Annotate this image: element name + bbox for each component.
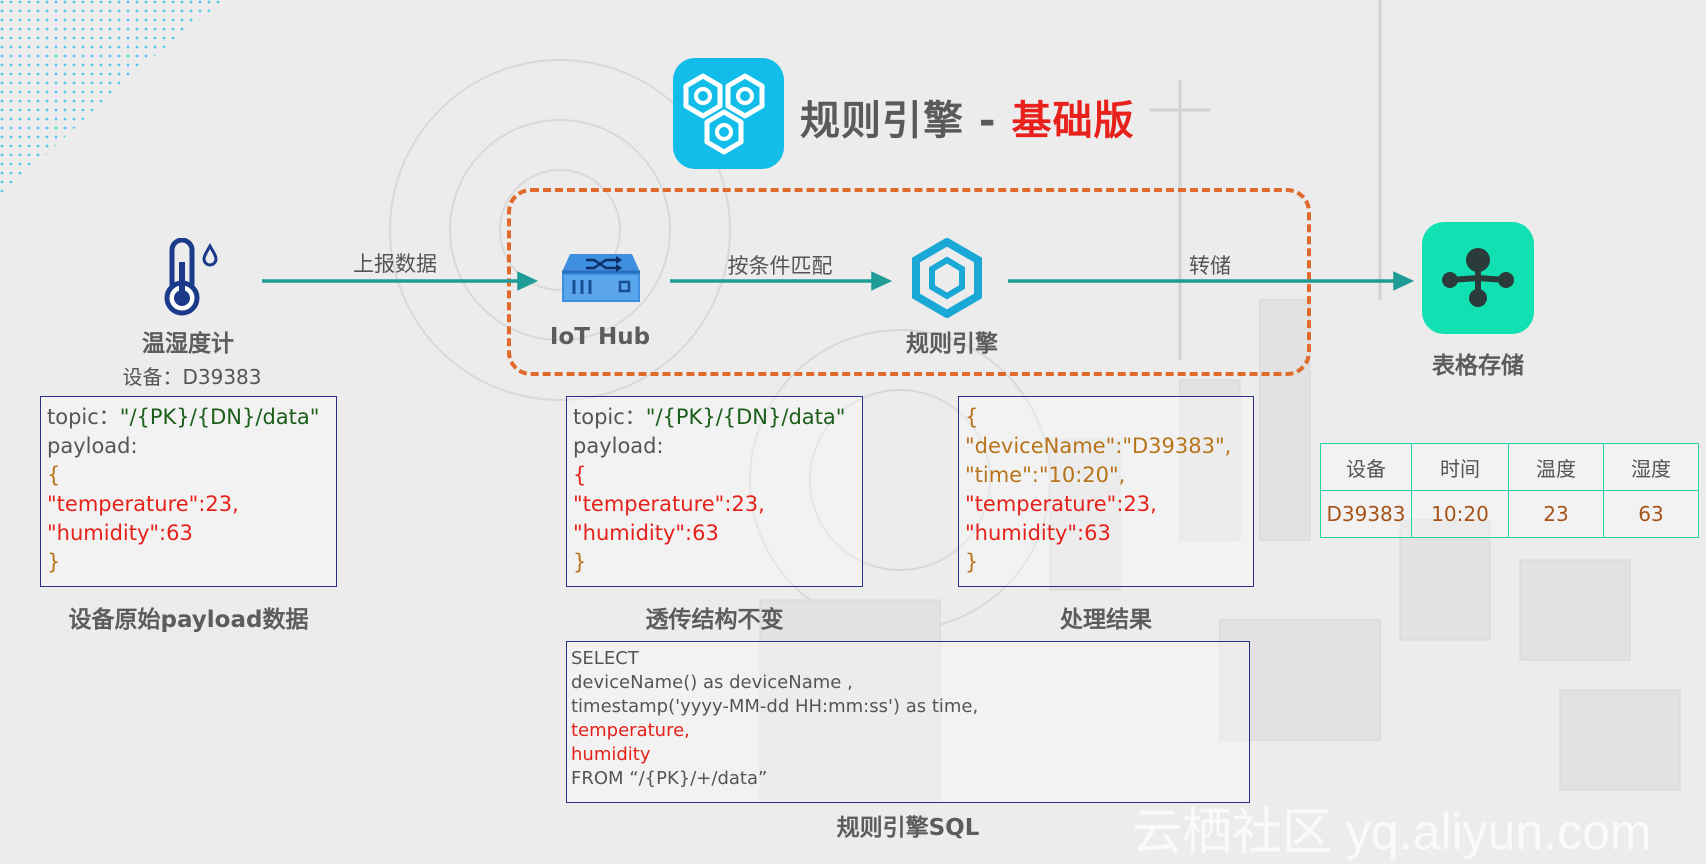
edge-label-match: 按条件匹配: [727, 254, 833, 278]
table-cell: 63: [1603, 490, 1699, 538]
table-cell: 10:20: [1411, 490, 1509, 538]
node-label-sensor: 温湿度计: [142, 331, 234, 357]
network-nodes-icon: [1442, 248, 1514, 307]
result-close-brace: }: [965, 550, 979, 574]
watermark: 云栖社区 yq.aliyun.com: [1132, 804, 1652, 860]
rule-engine-icon: [910, 237, 984, 322]
raw-topic-key: topic：: [47, 405, 120, 429]
table-cell: 23: [1508, 490, 1604, 538]
result-time: "time":"10:20",: [965, 463, 1126, 487]
node-label-storage: 表格存储: [1432, 353, 1524, 379]
raw-humidity: "humidity":63: [47, 521, 193, 545]
pass-payload-key: payload:: [573, 434, 664, 458]
table-header-cell: 设备: [1320, 443, 1412, 491]
table-row: D39383 10:20 23 63: [1320, 490, 1699, 538]
caption-raw-payload: 设备原始payload数据: [68, 607, 309, 633]
iot-hub-icon: [560, 248, 642, 312]
pass-close-brace: }: [573, 550, 587, 574]
sql-line-timestamp: timestamp('yyyy-MM-dd HH:mm:ss') as time…: [571, 696, 979, 717]
page-title: 规则引擎 - 基础版: [800, 88, 1134, 146]
table-header-cell: 时间: [1411, 443, 1509, 491]
gears-hexagon-icon: [683, 73, 765, 155]
sql-box: SELECT deviceName() as deviceName , time…: [566, 641, 1250, 803]
pass-topic-value: "/{PK}/{DN}/data": [645, 405, 846, 429]
title-highlight: 基础版: [1011, 98, 1135, 144]
rule-engine-logo: [673, 58, 784, 169]
caption-sql: 规则引擎SQL: [836, 815, 980, 841]
result-open-brace: {: [965, 405, 979, 429]
title-main: 规则引擎 -: [800, 98, 1012, 144]
raw-payload-box: topic："/{PK}/{DN}/data" payload: { "temp…: [40, 396, 337, 587]
arrow-report-head: [517, 271, 539, 291]
raw-payload-key: payload:: [47, 434, 138, 458]
arrow-store-head: [1393, 271, 1415, 291]
result-payload-box: { "deviceName":"D39383", "time":"10:20",…: [958, 396, 1254, 587]
pass-topic-key: topic：: [573, 405, 646, 429]
sql-line-temperature: temperature,: [571, 720, 690, 741]
result-temperature: "temperature":23,: [965, 492, 1157, 516]
sql-line-select: SELECT: [571, 648, 639, 669]
storage-table: 设备 时间 温度 湿度 D39383 10:20 23 63: [1320, 443, 1699, 538]
result-device-name: "deviceName":"D39383",: [965, 434, 1232, 458]
sql-line-humidity: humidity: [571, 744, 651, 765]
passthrough-payload-box: topic："/{PK}/{DN}/data" payload: { "temp…: [566, 396, 863, 587]
pass-temperature: "temperature":23,: [573, 492, 765, 516]
thermometer-icon: [160, 237, 220, 322]
raw-close-brace: }: [47, 550, 61, 574]
result-humidity: "humidity":63: [965, 521, 1111, 545]
table-header-row: 设备 时间 温度 湿度: [1320, 443, 1699, 491]
arrow-match-head: [871, 271, 893, 291]
table-header-cell: 温度: [1508, 443, 1604, 491]
table-store-icon: [1422, 222, 1534, 334]
raw-topic-value: "/{PK}/{DN}/data": [119, 405, 320, 429]
edge-label-report: 上报数据: [353, 252, 437, 276]
table-header-cell: 湿度: [1603, 443, 1699, 491]
pass-humidity: "humidity":63: [573, 521, 719, 545]
table-cell: D39383: [1320, 490, 1412, 538]
sql-line-from: FROM “/{PK}/+/data”: [571, 768, 768, 789]
device-id-label: 设备：D39383: [122, 365, 262, 389]
caption-passthrough: 透传结构不变: [645, 607, 784, 633]
edge-label-store: 转储: [1189, 254, 1231, 278]
pass-open-brace: {: [573, 463, 587, 487]
raw-open-brace: {: [47, 463, 61, 487]
raw-temperature: "temperature":23,: [47, 492, 239, 516]
node-label-engine: 规则引擎: [906, 331, 998, 357]
node-label-hub: IoT Hub: [549, 324, 651, 350]
caption-result: 处理结果: [1060, 607, 1152, 633]
sql-line-devicename: deviceName() as deviceName ,: [571, 672, 853, 693]
